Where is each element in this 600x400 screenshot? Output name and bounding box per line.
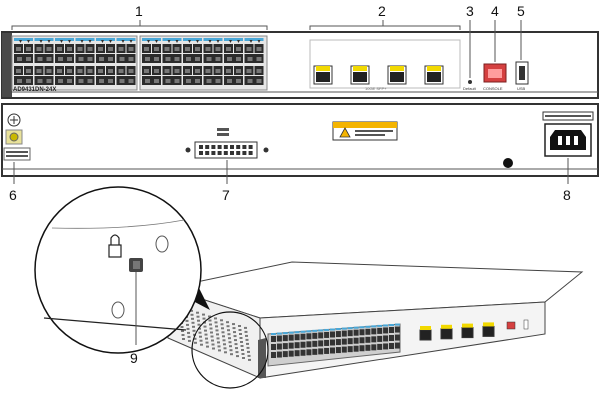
port-led-strip xyxy=(224,38,243,41)
callout-5: 5 xyxy=(517,3,525,19)
padlock-icon xyxy=(108,234,122,258)
front-left-ear xyxy=(2,33,12,97)
callout-1: 1 xyxy=(135,3,143,19)
port-led-strip xyxy=(116,38,136,41)
callout-2: 2 xyxy=(378,3,386,19)
usb-label: USB xyxy=(517,86,526,91)
callout-9: 9 xyxy=(130,350,138,366)
default-reset-button xyxy=(468,80,472,84)
port-led-strip xyxy=(55,38,74,41)
port-led-strip xyxy=(244,38,264,41)
warning-triangle-icon xyxy=(339,127,351,138)
magnify-big-circle xyxy=(34,186,202,354)
port-led-strip xyxy=(34,38,54,41)
console-label: CONSOLE xyxy=(483,86,503,91)
port-led-strip xyxy=(183,38,202,41)
callout-8: 8 xyxy=(563,187,571,203)
port-led-strip xyxy=(203,38,223,41)
callout-7: 7 xyxy=(222,187,230,203)
port-led-strip xyxy=(142,38,161,41)
rps-label xyxy=(217,128,229,131)
sfp-section-label: 10GE SFP+ xyxy=(365,86,387,91)
port-led-strip xyxy=(14,38,33,41)
port-led-strip xyxy=(96,38,115,41)
callout-4: 4 xyxy=(491,3,499,19)
default-label: Default xyxy=(463,86,476,91)
rear-screw xyxy=(503,158,513,168)
magnify-small-circle xyxy=(191,311,269,389)
model-label: AD9431DN-24X xyxy=(13,87,57,93)
port-led-strip xyxy=(162,38,182,41)
sfp-section-frame xyxy=(309,39,461,89)
front-mount-ear xyxy=(258,338,266,378)
callout-3: 3 xyxy=(466,3,474,19)
port-led-strip xyxy=(75,38,95,41)
rps-connector xyxy=(194,141,258,159)
callout-6: 6 xyxy=(9,187,17,203)
